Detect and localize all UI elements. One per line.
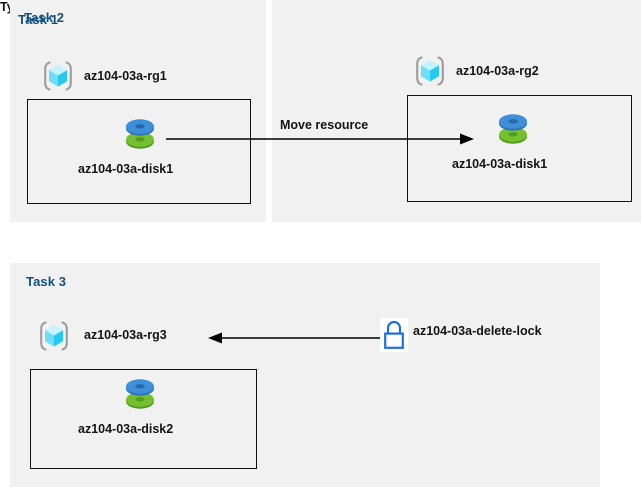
managed-disk-icon — [494, 110, 532, 150]
disk-1-moved-label: az104-03a-disk1 — [452, 157, 548, 171]
disk-2-label: az104-03a-disk2 — [78, 422, 174, 436]
lock-applies-arrow — [208, 328, 380, 348]
lock-icon — [380, 318, 408, 352]
task-2-title: Task 2 — [24, 10, 65, 25]
task-1-title: Task 1 — [18, 12, 59, 27]
resource-group-3-box — [30, 369, 257, 469]
resource-group-2-label: az104-03a-rg2 — [456, 64, 539, 78]
disk-1-label: az104-03a-disk1 — [78, 162, 174, 176]
resource-group-icon — [40, 58, 76, 94]
resource-group-3-label: az104-03a-rg3 — [84, 328, 167, 342]
task-panel-2 — [272, 0, 641, 222]
task-panel-1 — [10, 0, 266, 222]
move-resource-arrow — [166, 128, 474, 150]
resource-group-1-label: az104-03a-rg1 — [84, 69, 167, 83]
task-3-title: Task 3 — [26, 274, 67, 289]
resource-group-2-box — [407, 95, 632, 202]
managed-disk-icon — [121, 375, 159, 415]
resource-group-1-box — [27, 99, 251, 204]
resource-group-icon — [36, 318, 72, 354]
lock-name-label: az104-03a-delete-lock — [413, 324, 542, 338]
resource-group-icon — [412, 53, 448, 89]
task-panel-3 — [10, 263, 600, 487]
managed-disk-icon — [121, 115, 159, 155]
move-resource-label: Move resource — [280, 118, 369, 132]
